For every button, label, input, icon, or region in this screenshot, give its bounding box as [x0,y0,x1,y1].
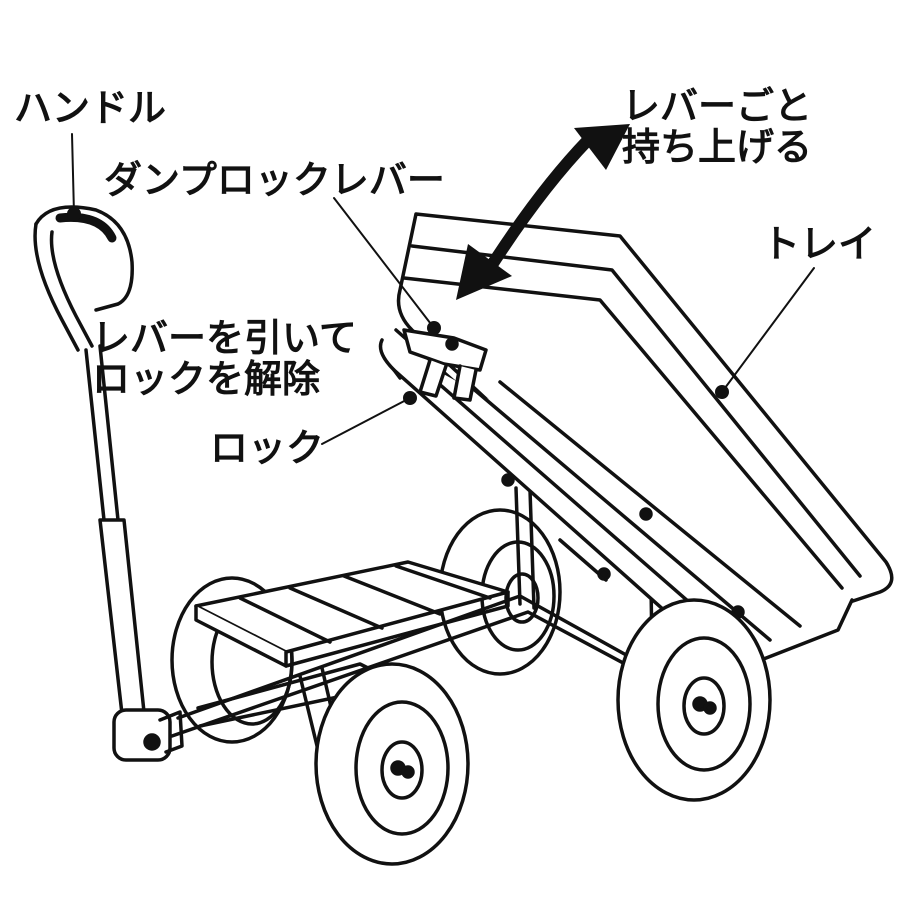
label-release-line-2: ロックを解除 [92,357,321,402]
label-release-line-1: レバーを引いて [92,316,357,360]
leader-lines [71,133,815,445]
label-lift-instruction: レバーごと 持ち上げる [622,84,813,170]
tray [378,212,894,669]
label-handle: ハンドル [14,86,167,130]
label-lock: ロック [210,426,325,470]
cart-deck [194,560,510,668]
label-release-instruction: レバーを引いて ロックを解除 [92,316,357,402]
label-lift-line-1: レバーごと [622,84,813,128]
label-dump-lock-lever: ダンプロックレバー [104,158,445,202]
label-lift-line-2: 持ち上げる [622,125,813,170]
wheel-front-left [314,662,470,866]
leader-dots [67,207,729,405]
dump-lock-lever [402,328,488,402]
label-tray: トレイ [762,222,877,266]
handle-assembly [33,205,184,762]
wheel-front-right [616,598,772,802]
double-arrow-icon [456,124,630,300]
